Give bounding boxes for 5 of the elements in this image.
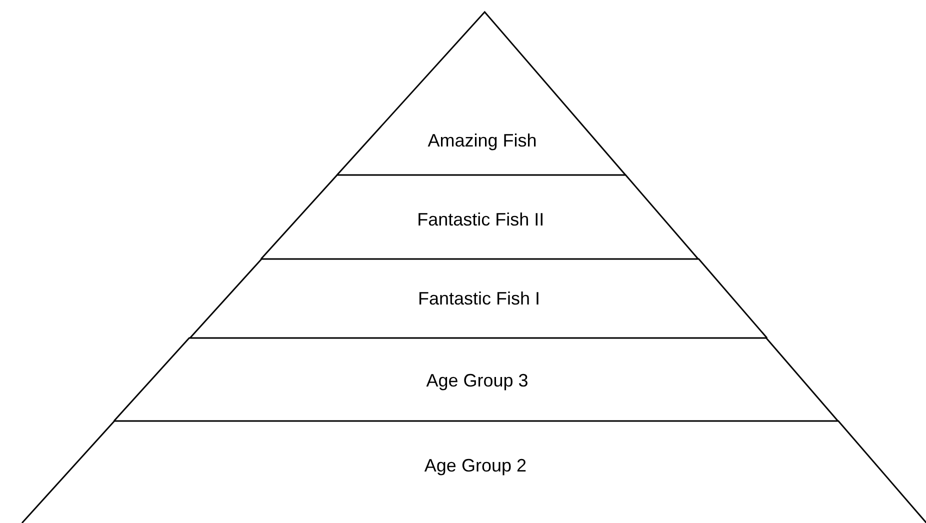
- tier-label: Fantastic Fish II: [417, 210, 544, 230]
- tier-label: Age Group 2: [424, 456, 526, 476]
- tier-label: Fantastic Fish I: [418, 288, 540, 310]
- tier-label: Age Group 3: [426, 370, 528, 392]
- tier-label: Amazing Fish: [428, 130, 537, 152]
